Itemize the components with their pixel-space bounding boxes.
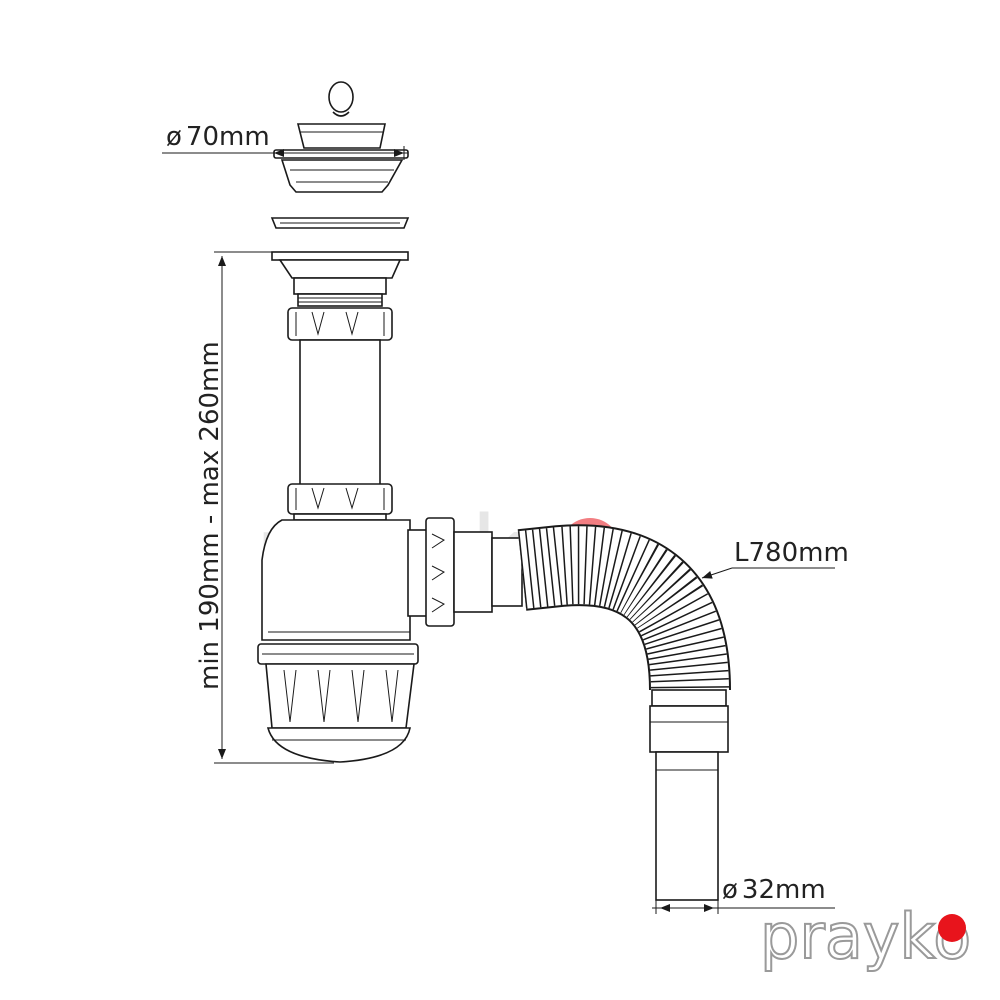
diameter-symbol-70: ø	[166, 122, 182, 152]
sink-plug	[296, 81, 386, 149]
dimension-hose-length: L780mm	[701, 538, 849, 579]
dimension-height: min 190mm - max 260mm	[195, 251, 334, 764]
lower-nut	[287, 483, 393, 521]
outlet-body	[271, 251, 409, 307]
upper-nut	[287, 307, 393, 341]
trap-bottom-cap	[257, 643, 419, 763]
brand-logo-dot	[938, 914, 966, 942]
brand-logo: prayko	[759, 899, 972, 974]
hose-length-label: L780mm	[734, 538, 849, 568]
strainer-diameter-label: 70mm	[186, 122, 270, 152]
bottle-trap	[261, 517, 523, 641]
outlet-pipe	[649, 705, 729, 901]
flexible-hose	[517, 524, 731, 707]
brand-logo-text: prayko	[760, 900, 971, 973]
strainer-flange	[273, 149, 409, 193]
outlet-diameter-label: 32mm	[742, 875, 826, 905]
gasket-ring	[270, 217, 410, 229]
diameter-symbol-32: ø	[722, 875, 738, 905]
telescopic-tube	[299, 339, 381, 486]
height-range-label: min 190mm - max 260mm	[195, 341, 225, 690]
